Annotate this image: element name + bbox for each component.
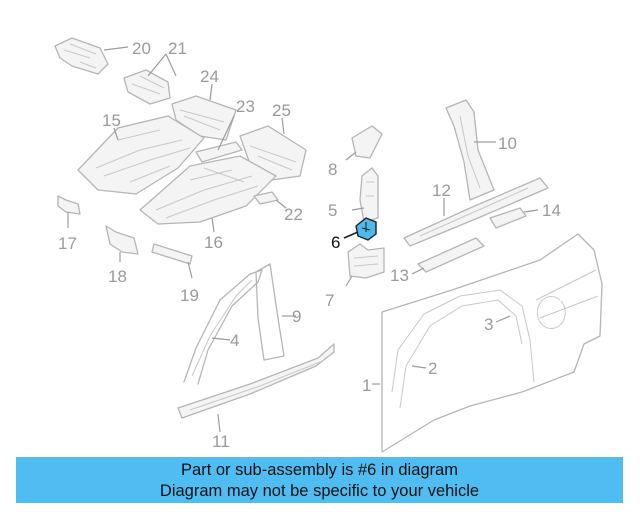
callout-19: 19 bbox=[180, 286, 199, 305]
part-10-pillar bbox=[445, 99, 496, 201]
part-18-bracket bbox=[105, 225, 139, 262]
part-14-bracket bbox=[489, 207, 539, 229]
part-4-a-pillar bbox=[183, 269, 263, 385]
callout-9: 9 bbox=[292, 307, 301, 326]
part-19-bar bbox=[151, 243, 193, 279]
callout-23: 23 bbox=[236, 97, 255, 116]
part-21-bracket bbox=[123, 53, 177, 105]
part-20-bracket bbox=[54, 37, 129, 75]
callout-12: 12 bbox=[432, 181, 451, 200]
part-23-crossmember bbox=[195, 115, 243, 163]
callout-25: 25 bbox=[272, 101, 291, 120]
part-13-lower-sill bbox=[411, 237, 485, 275]
callout-3: 3 bbox=[484, 315, 493, 334]
part-17-bracket bbox=[57, 195, 81, 228]
info-banner: Part or sub-assembly is #6 in diagram Di… bbox=[16, 457, 623, 503]
callout-15: 15 bbox=[102, 111, 121, 130]
banner-line-2: Diagram may not be specific to your vehi… bbox=[159, 482, 480, 500]
callout-20: 20 bbox=[132, 39, 151, 58]
callout-2: 2 bbox=[428, 359, 437, 378]
callout-13: 13 bbox=[390, 266, 409, 285]
callout-10: 10 bbox=[498, 134, 517, 153]
callout-4: 4 bbox=[230, 331, 239, 350]
part-6-highlighted bbox=[343, 217, 377, 241]
part-8-bracket bbox=[345, 125, 383, 161]
callout-6: 6 bbox=[331, 233, 340, 252]
part-24-panel bbox=[171, 83, 237, 141]
part-1-body-side bbox=[372, 233, 603, 453]
callout-17: 17 bbox=[58, 234, 77, 253]
callout-11: 11 bbox=[212, 432, 230, 451]
callout-16: 16 bbox=[204, 233, 223, 252]
parts-diagram: 20 21 24 23 25 15 10 8 12 5 22 14 17 16 … bbox=[54, 37, 603, 453]
part-12-sill-reinforcement bbox=[403, 177, 549, 247]
part-11-rocker bbox=[177, 343, 335, 433]
part-22-strip bbox=[253, 191, 287, 209]
callout-14: 14 bbox=[542, 201, 561, 220]
callout-21: 21 bbox=[168, 39, 187, 58]
part-15-floor-pan bbox=[77, 115, 205, 195]
callout-7: 7 bbox=[325, 291, 334, 310]
callout-24: 24 bbox=[200, 67, 219, 86]
banner-line-1: Part or sub-assembly is #6 in diagram bbox=[181, 461, 458, 479]
callout-8: 8 bbox=[328, 160, 337, 179]
callout-18: 18 bbox=[108, 267, 127, 286]
part-16-main-floor bbox=[139, 155, 277, 233]
part-9-door-frame bbox=[255, 263, 296, 361]
part-5-reinforcement bbox=[351, 167, 379, 223]
part-7-pillar-lower bbox=[345, 243, 385, 287]
callout-5: 5 bbox=[328, 201, 337, 220]
callout-22: 22 bbox=[284, 205, 303, 224]
callout-1: 1 bbox=[362, 376, 371, 395]
